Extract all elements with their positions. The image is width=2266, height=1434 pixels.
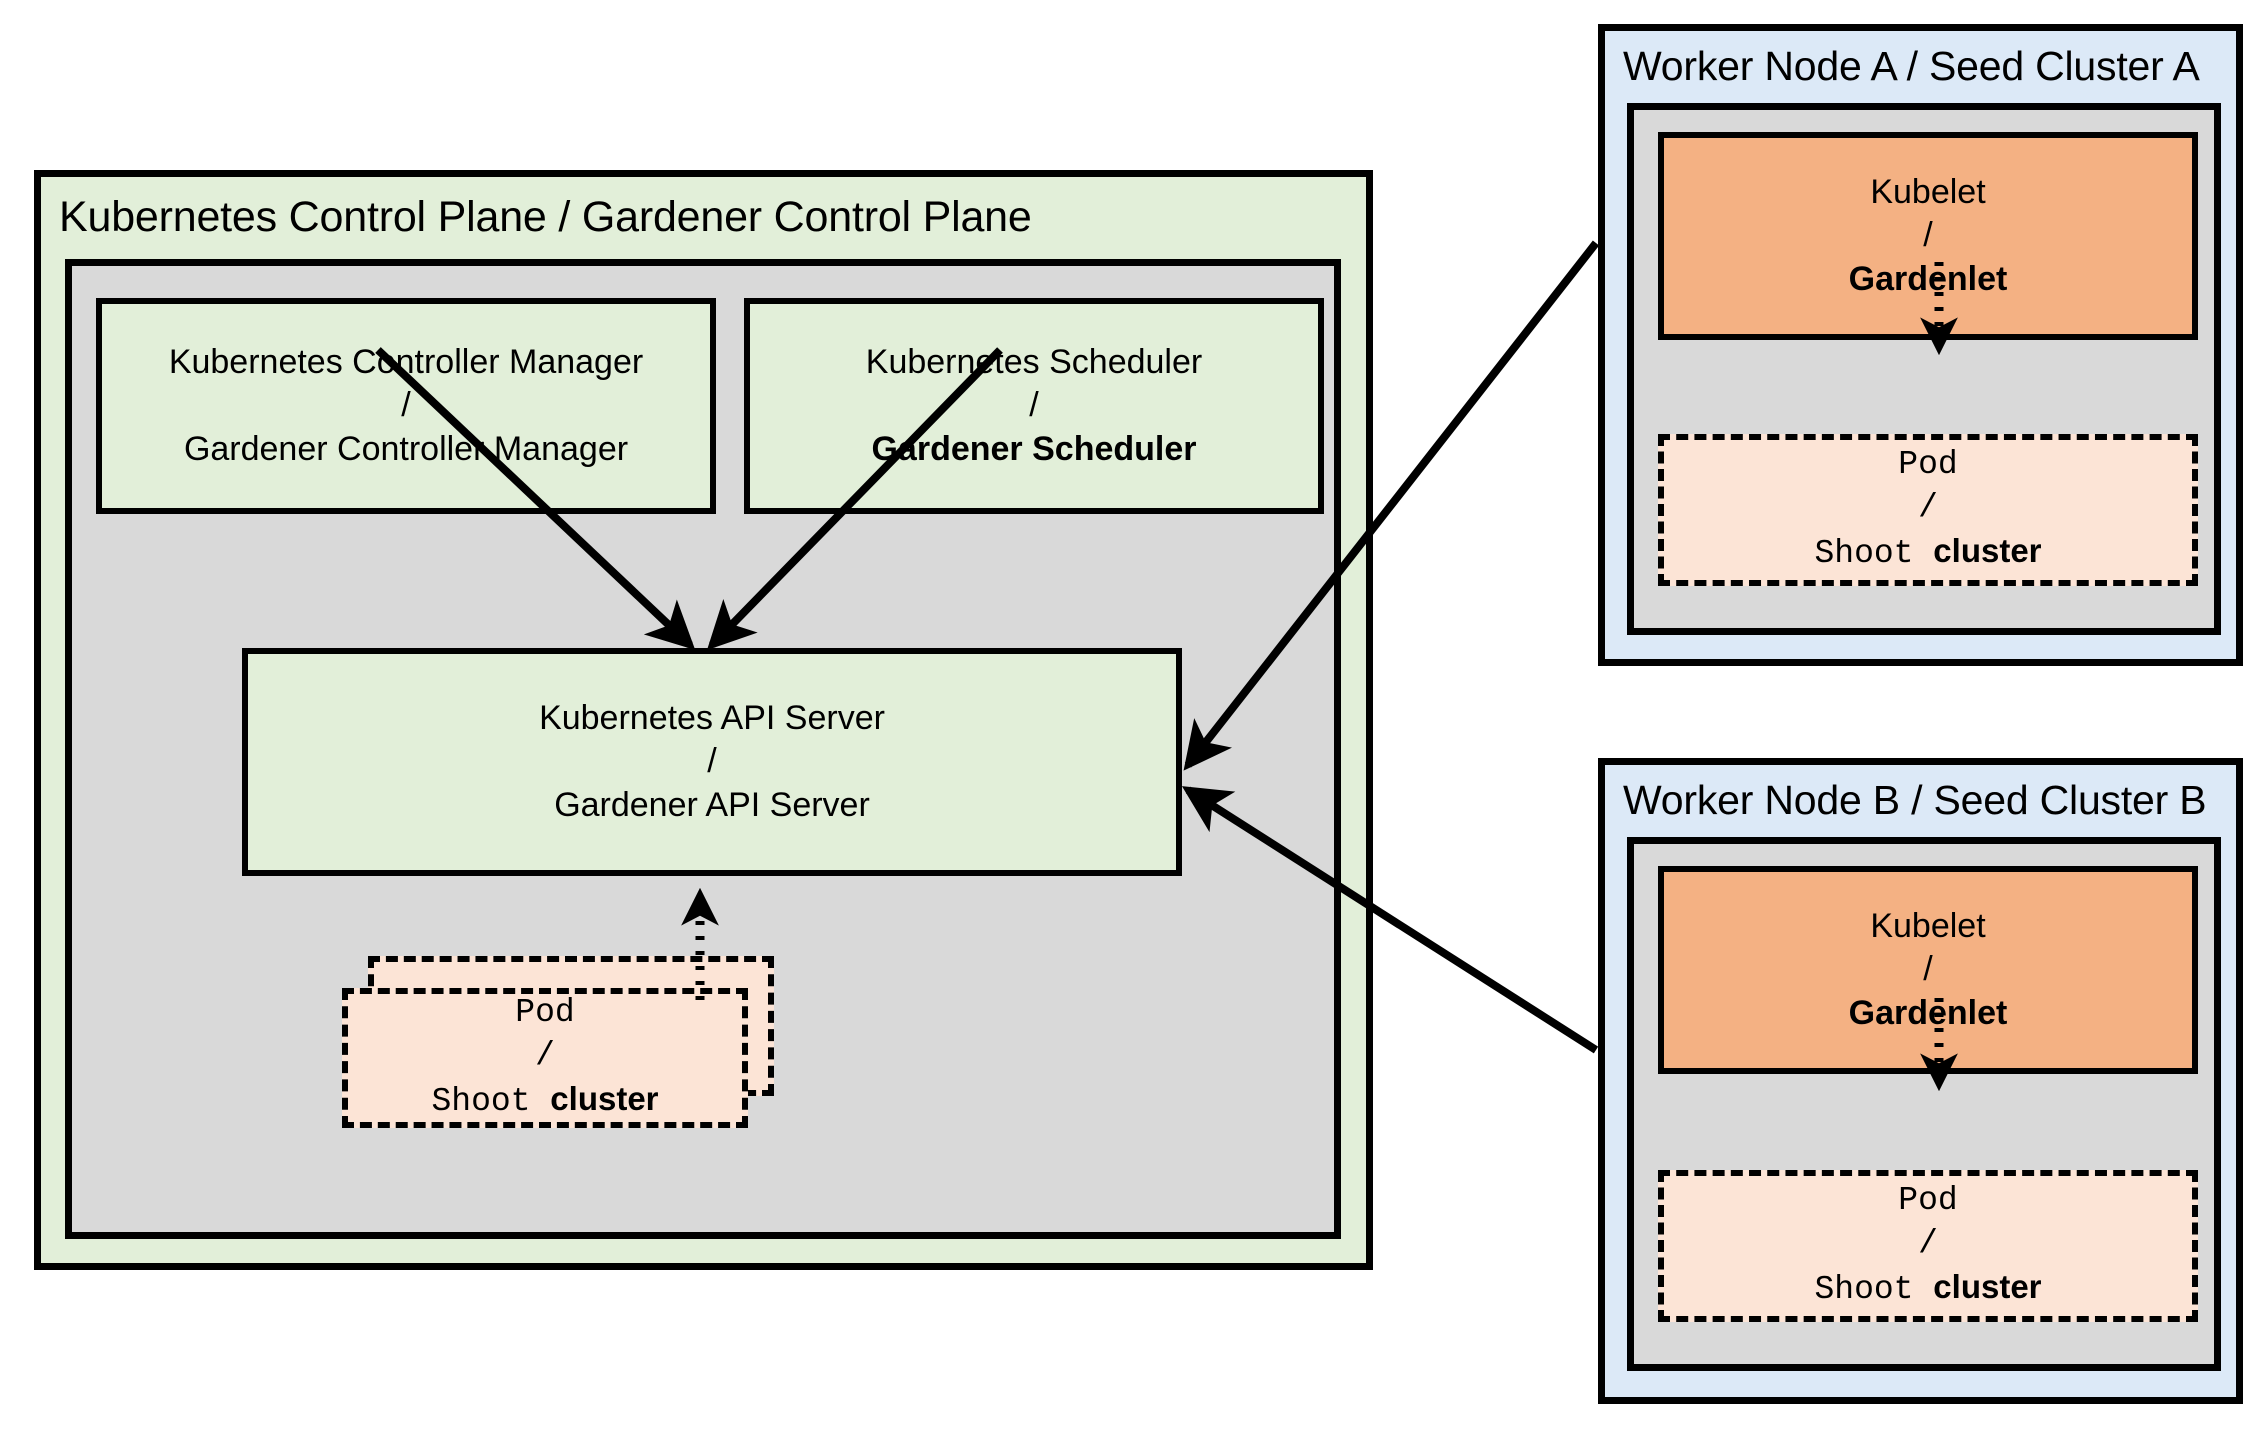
kubernetes-scheduler-box[interactable]: Kubernetes Scheduler / Gardener Schedule…	[744, 298, 1324, 514]
control-plane-title: Kubernetes Control Plane / Gardener Cont…	[59, 193, 1032, 241]
controller-manager-line1: Kubernetes Controller Manager	[168, 342, 644, 381]
control-plane-pod-box[interactable]: Pod / Shoot cluster	[342, 988, 748, 1128]
worker-a-kubelet-line1: Kubelet	[1870, 172, 1986, 211]
worker-a-kubelet-label: Kubelet / Gardenlet	[1849, 171, 2008, 302]
worker-a-pod-box[interactable]: Pod / Shoot cluster	[1658, 434, 2198, 586]
control-plane-pod-label: Pod / Shoot cluster	[431, 992, 658, 1124]
worker-b-kubelet-label: Kubelet / Gardenlet	[1849, 905, 2008, 1036]
worker-node-b-panel: Worker Node B / Seed Cluster B Kubelet /…	[1598, 758, 2243, 1404]
worker-a-pod-cluster: cluster	[1933, 531, 2042, 569]
worker-b-pod-separator: /	[1918, 1225, 1938, 1263]
worker-a-pod-line1: Pod	[1898, 446, 1958, 484]
api-server-line2: Gardener API Server	[554, 785, 870, 824]
worker-node-a-title: Worker Node A / Seed Cluster A	[1623, 43, 2200, 89]
control-plane-inner-region: Kubernetes Controller Manager / Gardener…	[65, 259, 1341, 1239]
worker-b-pod-cluster: cluster	[1933, 1267, 2042, 1305]
worker-a-gardenlet-label: Gardenlet	[1848, 259, 2008, 298]
controller-manager-label: Kubernetes Controller Manager / Gardener…	[169, 341, 643, 472]
worker-b-pod-shoot: Shoot	[1814, 1270, 1934, 1308]
api-server-line1: Kubernetes API Server	[539, 698, 885, 737]
controller-manager-line2: Gardener Controller Manager	[183, 429, 629, 468]
worker-b-kubelet-box[interactable]: Kubelet / Gardenlet	[1658, 866, 2198, 1074]
scheduler-separator: /	[1029, 386, 1039, 425]
cp-pod-shoot: Shoot	[431, 1082, 551, 1120]
worker-a-pod-separator: /	[1918, 489, 1938, 527]
worker-b-pod-line1: Pod	[1898, 1182, 1958, 1220]
worker-a-kubelet-separator: /	[1923, 216, 1933, 255]
worker-node-a-inner-region: Kubelet / Gardenlet Pod / Shoot cluster	[1627, 103, 2221, 635]
cp-pod-line1: Pod	[515, 994, 575, 1032]
worker-a-pod-label: Pod / Shoot cluster	[1814, 444, 2041, 576]
cp-pod-separator: /	[535, 1037, 555, 1075]
control-plane-panel: Kubernetes Control Plane / Gardener Cont…	[34, 170, 1373, 1270]
worker-b-kubelet-separator: /	[1923, 950, 1933, 989]
scheduler-line2: Gardener Scheduler	[871, 429, 1197, 468]
api-server-separator: /	[707, 742, 717, 781]
cp-pod-cluster: cluster	[550, 1079, 659, 1117]
api-server-label: Kubernetes API Server / Gardener API Ser…	[539, 697, 885, 828]
worker-b-gardenlet-label: Gardenlet	[1848, 993, 2008, 1032]
controller-manager-separator: /	[401, 386, 411, 425]
kubernetes-api-server-box[interactable]: Kubernetes API Server / Gardener API Ser…	[242, 648, 1182, 876]
worker-b-kubelet-line1: Kubelet	[1870, 906, 1986, 945]
worker-node-a-panel: Worker Node A / Seed Cluster A Kubelet /…	[1598, 24, 2243, 666]
worker-node-b-title: Worker Node B / Seed Cluster B	[1623, 777, 2207, 823]
worker-a-pod-shoot: Shoot	[1814, 534, 1934, 572]
worker-a-kubelet-box[interactable]: Kubelet / Gardenlet	[1658, 132, 2198, 340]
scheduler-label: Kubernetes Scheduler / Gardener Schedule…	[866, 341, 1202, 472]
kubernetes-controller-manager-box[interactable]: Kubernetes Controller Manager / Gardener…	[96, 298, 716, 514]
worker-b-pod-label: Pod / Shoot cluster	[1814, 1180, 2041, 1312]
scheduler-line1: Kubernetes Scheduler	[865, 342, 1203, 381]
worker-node-b-inner-region: Kubelet / Gardenlet Pod / Shoot cluster	[1627, 837, 2221, 1371]
worker-b-pod-box[interactable]: Pod / Shoot cluster	[1658, 1170, 2198, 1322]
